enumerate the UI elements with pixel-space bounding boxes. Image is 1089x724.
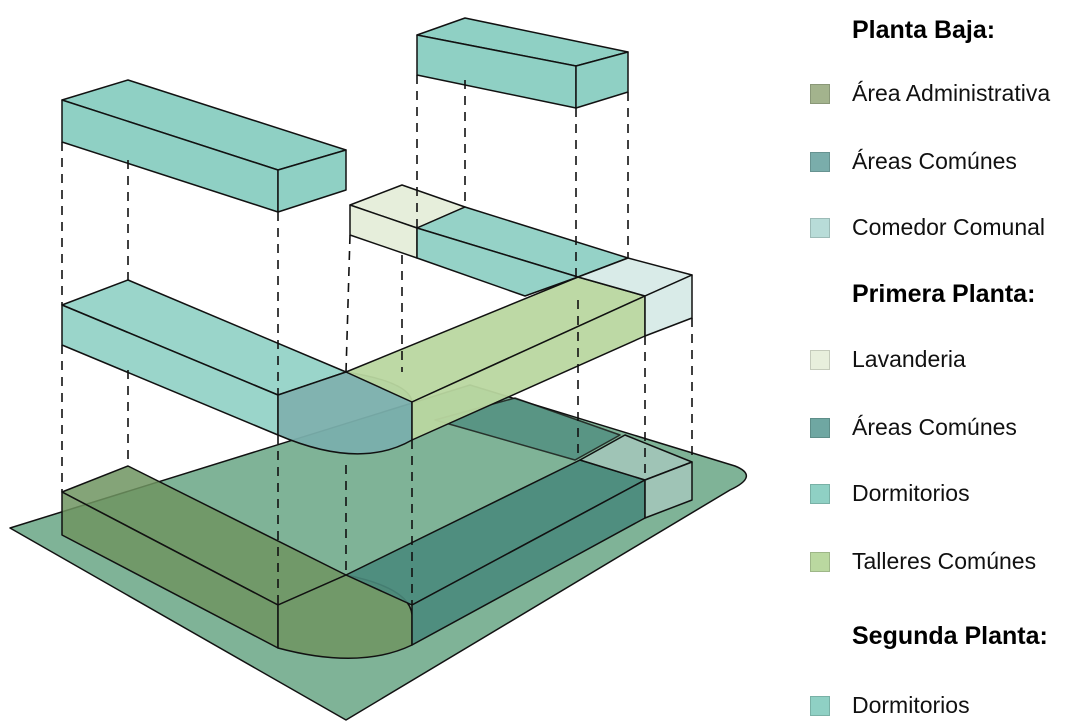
first-dining-block <box>577 257 693 337</box>
first-workshops <box>345 276 646 441</box>
legend-label: Comedor Comunal <box>852 214 1046 240</box>
legend-label: Áreas Comúnes <box>852 148 1017 174</box>
isometric-floor-diagram <box>9 17 747 721</box>
legend-label: Dormitorios <box>852 692 970 718</box>
legend-label: Área Administrativa <box>852 80 1051 106</box>
legend-label: Dormitorios <box>852 480 970 506</box>
legend-heading: Primera Planta: <box>852 280 1036 308</box>
legend-swatch <box>810 484 830 504</box>
ground-admin-wing <box>61 465 413 659</box>
legend-heading: Planta Baja: <box>852 16 996 44</box>
ground-dining-block <box>579 434 693 519</box>
projection-lines <box>61 75 693 605</box>
legend-label: Áreas Comúnes <box>852 414 1017 440</box>
legend-swatch <box>810 552 830 572</box>
legend-label: Talleres Comúnes <box>852 548 1037 574</box>
legend-swatch <box>810 84 830 104</box>
legend-label: Lavanderia <box>852 346 966 372</box>
ground-common-wing <box>345 397 646 646</box>
second-dorm-left <box>61 79 347 213</box>
legend-swatch <box>810 218 830 238</box>
legend-swatch <box>810 418 830 438</box>
legend-swatch <box>810 350 830 370</box>
second-dorm-right <box>416 17 629 109</box>
legend-swatch <box>810 696 830 716</box>
legend-heading: Segunda Planta: <box>852 622 1048 650</box>
legend-swatch <box>810 152 830 172</box>
